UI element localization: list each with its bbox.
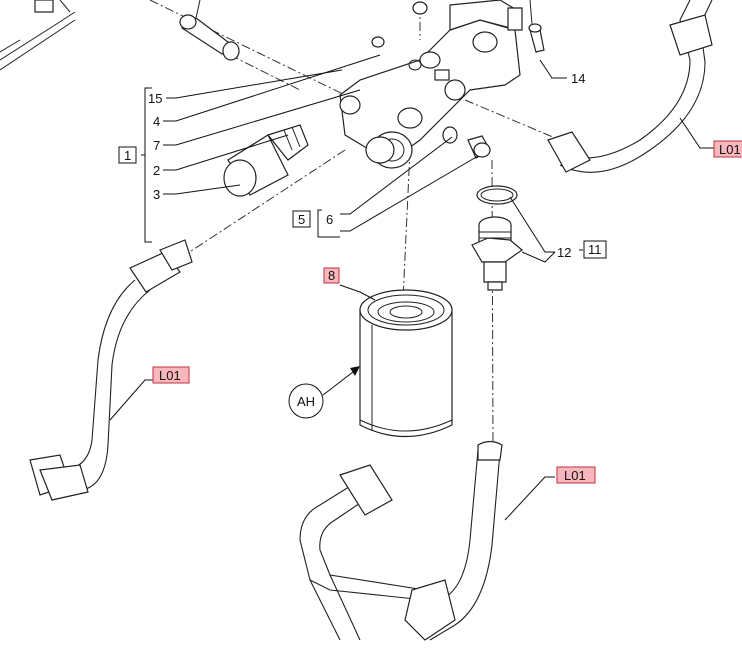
callout-l01-left: L01 <box>159 368 181 383</box>
hose-top-right <box>547 0 713 173</box>
hose-left <box>29 239 193 501</box>
callout-ah: AH <box>297 394 315 409</box>
callout-5-box <box>292 210 311 228</box>
callout-6: 6 <box>326 212 333 227</box>
assembly-centerlines <box>149 0 561 446</box>
callout-2: 2 <box>153 163 160 178</box>
filter-element <box>359 289 453 438</box>
ah-arrowhead <box>350 366 360 376</box>
callout-3: 3 <box>153 187 160 202</box>
callout-l01-right-box <box>713 140 742 158</box>
callout-ah-circle <box>288 383 324 419</box>
frame-bracket-top-left <box>0 0 76 71</box>
relief-valve-cap <box>223 124 309 197</box>
callout-l01-bottom-box <box>556 466 596 484</box>
callout-11: 11 <box>588 242 602 257</box>
fitting-screw-14 <box>528 0 545 53</box>
hose-bottom <box>299 440 503 641</box>
group-bracket-5 <box>317 209 340 238</box>
callout-l01-left-box <box>152 366 190 384</box>
callout-1-box <box>118 146 137 164</box>
plug-fitting-6 <box>442 126 491 159</box>
callout-8-box <box>323 267 340 284</box>
callout-12: 12 <box>557 245 571 260</box>
callout-l01-bottom: L01 <box>564 468 586 483</box>
callout-11-box <box>583 240 607 259</box>
callout-1: 1 <box>124 148 131 163</box>
callout-l01-right: L01 <box>719 142 741 157</box>
callout-5: 5 <box>298 212 305 227</box>
group-bracket-1 <box>141 87 152 243</box>
callout-14: 14 <box>571 71 585 86</box>
filter-cartridge-top <box>179 0 240 61</box>
leader-lines <box>109 54 714 521</box>
filter-head-housing <box>339 0 523 169</box>
sensor-assembly <box>471 185 523 291</box>
callout-15: 15 <box>148 91 162 106</box>
callout-4: 4 <box>153 114 160 129</box>
callout-8: 8 <box>328 268 335 283</box>
callout-7: 7 <box>153 138 160 153</box>
